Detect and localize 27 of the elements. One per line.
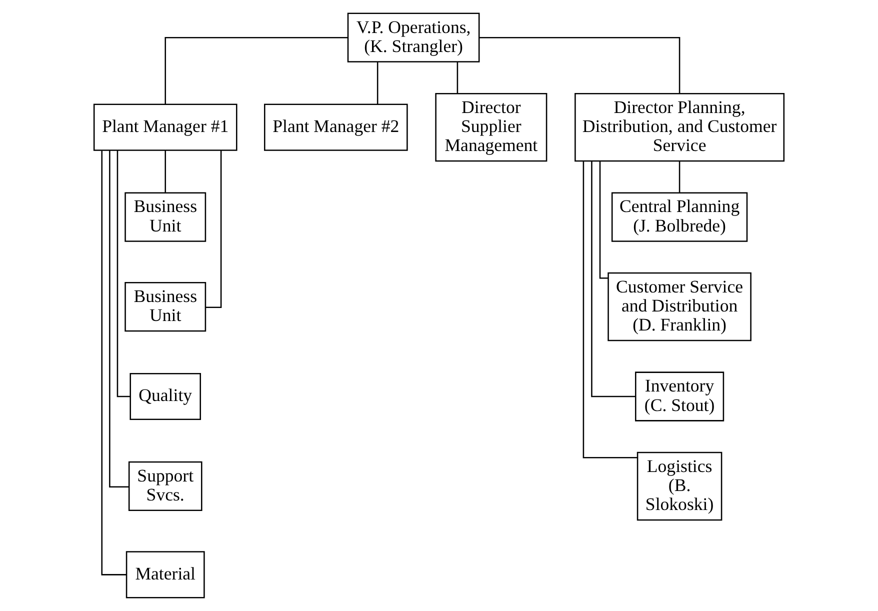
connector: [479, 36, 680, 94]
node-box: Support Svcs.: [128, 461, 202, 512]
connector: [591, 161, 636, 398]
connector: [164, 150, 166, 192]
node-box: Director Planning, Distribution, and Customer Service: [574, 92, 785, 162]
node-box: Plant Manager #2: [264, 104, 408, 151]
connector: [101, 150, 126, 576]
connector: [376, 62, 378, 104]
node-box: Central Planning (J. Bolbrede): [611, 192, 748, 242]
node-box: Quality: [130, 372, 201, 420]
connector: [678, 161, 680, 193]
node-box: V.P. Operations, (K. Strangler): [347, 12, 480, 62]
node-box: Business Unit: [124, 282, 206, 332]
node-box: Director Supplier Management: [435, 92, 548, 162]
connector: [206, 150, 222, 308]
connector: [456, 62, 458, 94]
node-box: Plant Manager #1: [93, 104, 238, 151]
node-box: Customer Service and Distribution (D. Franklin): [608, 272, 752, 342]
connector: [599, 161, 608, 279]
connector: [582, 161, 638, 458]
connector: [109, 150, 129, 488]
connector: [164, 36, 348, 104]
node-box: Material: [126, 551, 205, 598]
node-box: Inventory (C. Stout): [635, 372, 724, 422]
node-box: Business Unit: [124, 192, 206, 242]
node-box: Logistics (B. Slokoski): [636, 452, 722, 521]
connector: [116, 150, 130, 398]
